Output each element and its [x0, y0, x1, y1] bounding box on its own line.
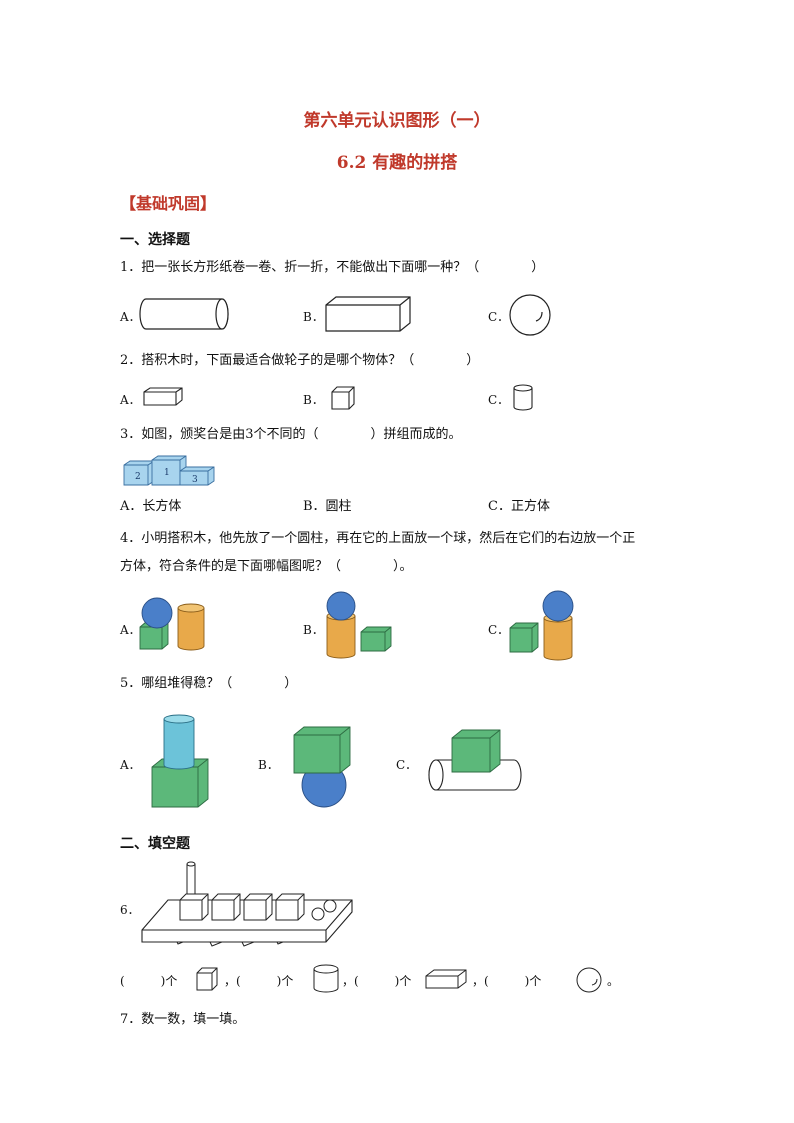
unit-title: 第六单元认识图形（一） [303, 111, 491, 131]
cuboid-icon [325, 296, 411, 332]
question-2: 2．搭积木时，下面最适合做轮子的是哪个物体？（ ） [120, 353, 480, 368]
question-7: 7．数一数，填一填。 [120, 1012, 246, 1027]
question-6-number: 6． [120, 903, 140, 917]
q6-end: 。 [607, 974, 620, 988]
q3-option-a[interactable]: A．长方体 [120, 499, 182, 514]
podium-label-1: 1 [164, 468, 170, 478]
podium-label-2: 2 [135, 472, 141, 482]
q6-train-illustration [141, 861, 353, 947]
q5-c-illustration [428, 729, 522, 791]
part2-heading: 二、填空题 [120, 836, 190, 852]
q2-option-a[interactable]: A． [120, 393, 141, 407]
q6-blank-1[interactable]: ( )个 [120, 974, 178, 988]
small-cuboid-icon [143, 387, 183, 406]
cylinder-lying-icon [139, 298, 229, 330]
q2-option-b[interactable]: B． [303, 393, 324, 407]
cube-icon [196, 967, 218, 991]
part1-heading: 一、选择题 [120, 232, 190, 248]
q5-option-a[interactable]: A． [120, 758, 141, 772]
q4-b-illustration [326, 591, 392, 659]
q4-option-c[interactable]: C． [488, 623, 510, 637]
question-5: 5．哪组堆得稳？（ ） [120, 676, 298, 691]
q6-blank-3[interactable]: ，( )个 [342, 974, 412, 988]
q3-option-b[interactable]: B．圆柱 [303, 499, 352, 514]
sphere-icon-small [576, 967, 602, 993]
q4-c-illustration [509, 590, 574, 661]
cylinder-icon [313, 964, 339, 993]
q2-option-c[interactable]: C． [488, 393, 510, 407]
q6-blank-4[interactable]: ，( )个 [472, 974, 542, 988]
question-4-line2: 方体，符合条件的是下面哪幅图呢？（ ）。 [120, 559, 413, 574]
question-3: 3．如图，颁奖台是由3个不同的（ ）拼组而成的。 [120, 427, 462, 442]
small-cube-icon [331, 386, 355, 410]
q4-option-b[interactable]: B． [303, 623, 324, 637]
q5-a-illustration [151, 714, 209, 808]
section-label: 【基础巩固】 [120, 194, 217, 213]
q5-option-b[interactable]: B． [258, 758, 279, 772]
lesson-title: 6.2 有趣的拼搭 [336, 153, 458, 173]
small-cylinder-icon [513, 384, 533, 411]
q6-blank-2[interactable]: ，( )个 [224, 974, 294, 988]
cuboid-icon-small [425, 969, 467, 989]
podium-label-3: 3 [192, 475, 198, 485]
q4-option-a[interactable]: A． [120, 623, 141, 637]
q1-option-a[interactable]: A． [120, 310, 141, 324]
q5-b-illustration [293, 726, 351, 808]
q5-option-c[interactable]: C． [396, 758, 418, 772]
q1-option-b[interactable]: B． [303, 310, 324, 324]
question-4-line1: 4．小明搭积木，他先放了一个圆柱，再在它的上面放一个球，然后在它们的右边放一个正 [120, 531, 636, 546]
sphere-icon [509, 294, 551, 336]
podium-illustration: 2 1 3 [123, 455, 215, 486]
q4-a-illustration [139, 597, 205, 651]
q3-option-c[interactable]: C．正方体 [488, 499, 550, 514]
q1-option-c[interactable]: C． [488, 310, 510, 324]
question-1: 1．把一张长方形纸卷一卷、折一折，不能做出下面哪一种？（ ） [120, 260, 545, 275]
